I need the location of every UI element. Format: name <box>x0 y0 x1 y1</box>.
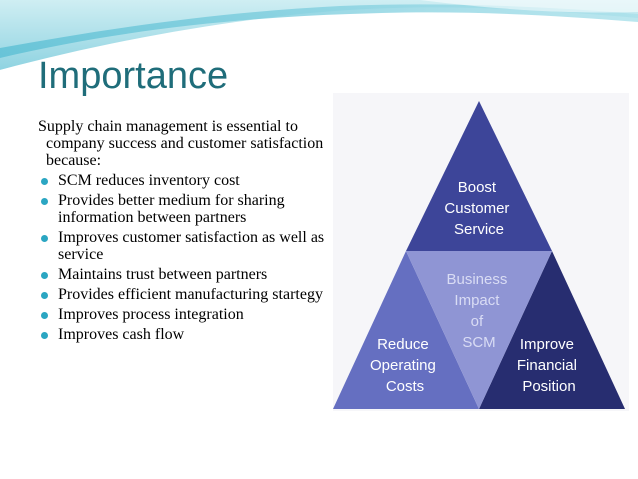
top-label: Boost Customer Service <box>444 179 513 238</box>
right-label: Improve Financial Position <box>517 336 581 395</box>
list-item: Improves cash flow <box>38 326 333 343</box>
intro-paragraph: Supply chain management is essential to … <box>38 118 324 169</box>
right-label-line-2: Financial <box>517 357 577 374</box>
bullet-list: SCM reduces inventory cost Provides bett… <box>38 172 333 343</box>
right-label-line-3: Position <box>522 378 575 395</box>
bullet-icon <box>41 292 48 299</box>
pyramid-center-segment <box>406 251 552 409</box>
bullet-icon <box>41 272 48 279</box>
bullet-text: Provides efficient manufacturing starteg… <box>58 286 323 303</box>
bullet-text: Provides better medium for sharing infor… <box>58 192 285 226</box>
wave-banner <box>0 0 638 80</box>
center-label-line-4: SCM <box>462 334 495 351</box>
left-label-line-1: Reduce <box>377 336 429 353</box>
bullet-text: Maintains trust between partners <box>58 266 268 283</box>
pyramid-right-segment <box>479 251 625 409</box>
slide-body: Supply chain management is essential to … <box>38 118 333 346</box>
pyramid-left-segment <box>333 251 479 409</box>
pyramid-top-segment <box>406 101 552 251</box>
bullet-icon <box>41 178 48 185</box>
list-item: Provides better medium for sharing infor… <box>38 192 333 226</box>
bullet-icon <box>41 198 48 205</box>
bullet-icon <box>41 332 48 339</box>
center-label-line-1: Business <box>446 271 507 288</box>
slide-title: Importance <box>38 55 229 97</box>
top-label-line-2: Customer <box>444 200 509 217</box>
center-label-line-2: Impact <box>454 292 500 309</box>
left-label-line-3: Costs <box>386 378 424 395</box>
pyramid-graphic: Boost Customer Service Business Impact o… <box>333 101 625 409</box>
bullet-icon <box>41 312 48 319</box>
left-label: Reduce Operating Costs <box>370 336 440 395</box>
center-label-line-3: of <box>471 313 484 330</box>
top-label-line-1: Boost <box>458 179 497 196</box>
bullet-text: Improves cash flow <box>58 326 185 343</box>
list-item: SCM reduces inventory cost <box>38 172 333 189</box>
bullet-text: Improves process integration <box>58 306 244 323</box>
list-item: Provides efficient manufacturing starteg… <box>38 286 333 303</box>
bullet-text: SCM reduces inventory cost <box>58 172 240 189</box>
list-item: Maintains trust between partners <box>38 266 333 283</box>
bullet-icon <box>41 235 48 242</box>
scm-pyramid-diagram: Boost Customer Service Business Impact o… <box>333 93 629 411</box>
list-item: Improves customer satisfaction as well a… <box>38 229 333 263</box>
left-label-line-2: Operating <box>370 357 436 374</box>
list-item: Improves process integration <box>38 306 333 323</box>
right-label-line-1: Improve <box>520 336 574 353</box>
top-label-line-3: Service <box>454 221 504 238</box>
bullet-text: Improves customer satisfaction as well a… <box>58 229 325 263</box>
center-label: Business Impact of SCM <box>446 271 511 351</box>
